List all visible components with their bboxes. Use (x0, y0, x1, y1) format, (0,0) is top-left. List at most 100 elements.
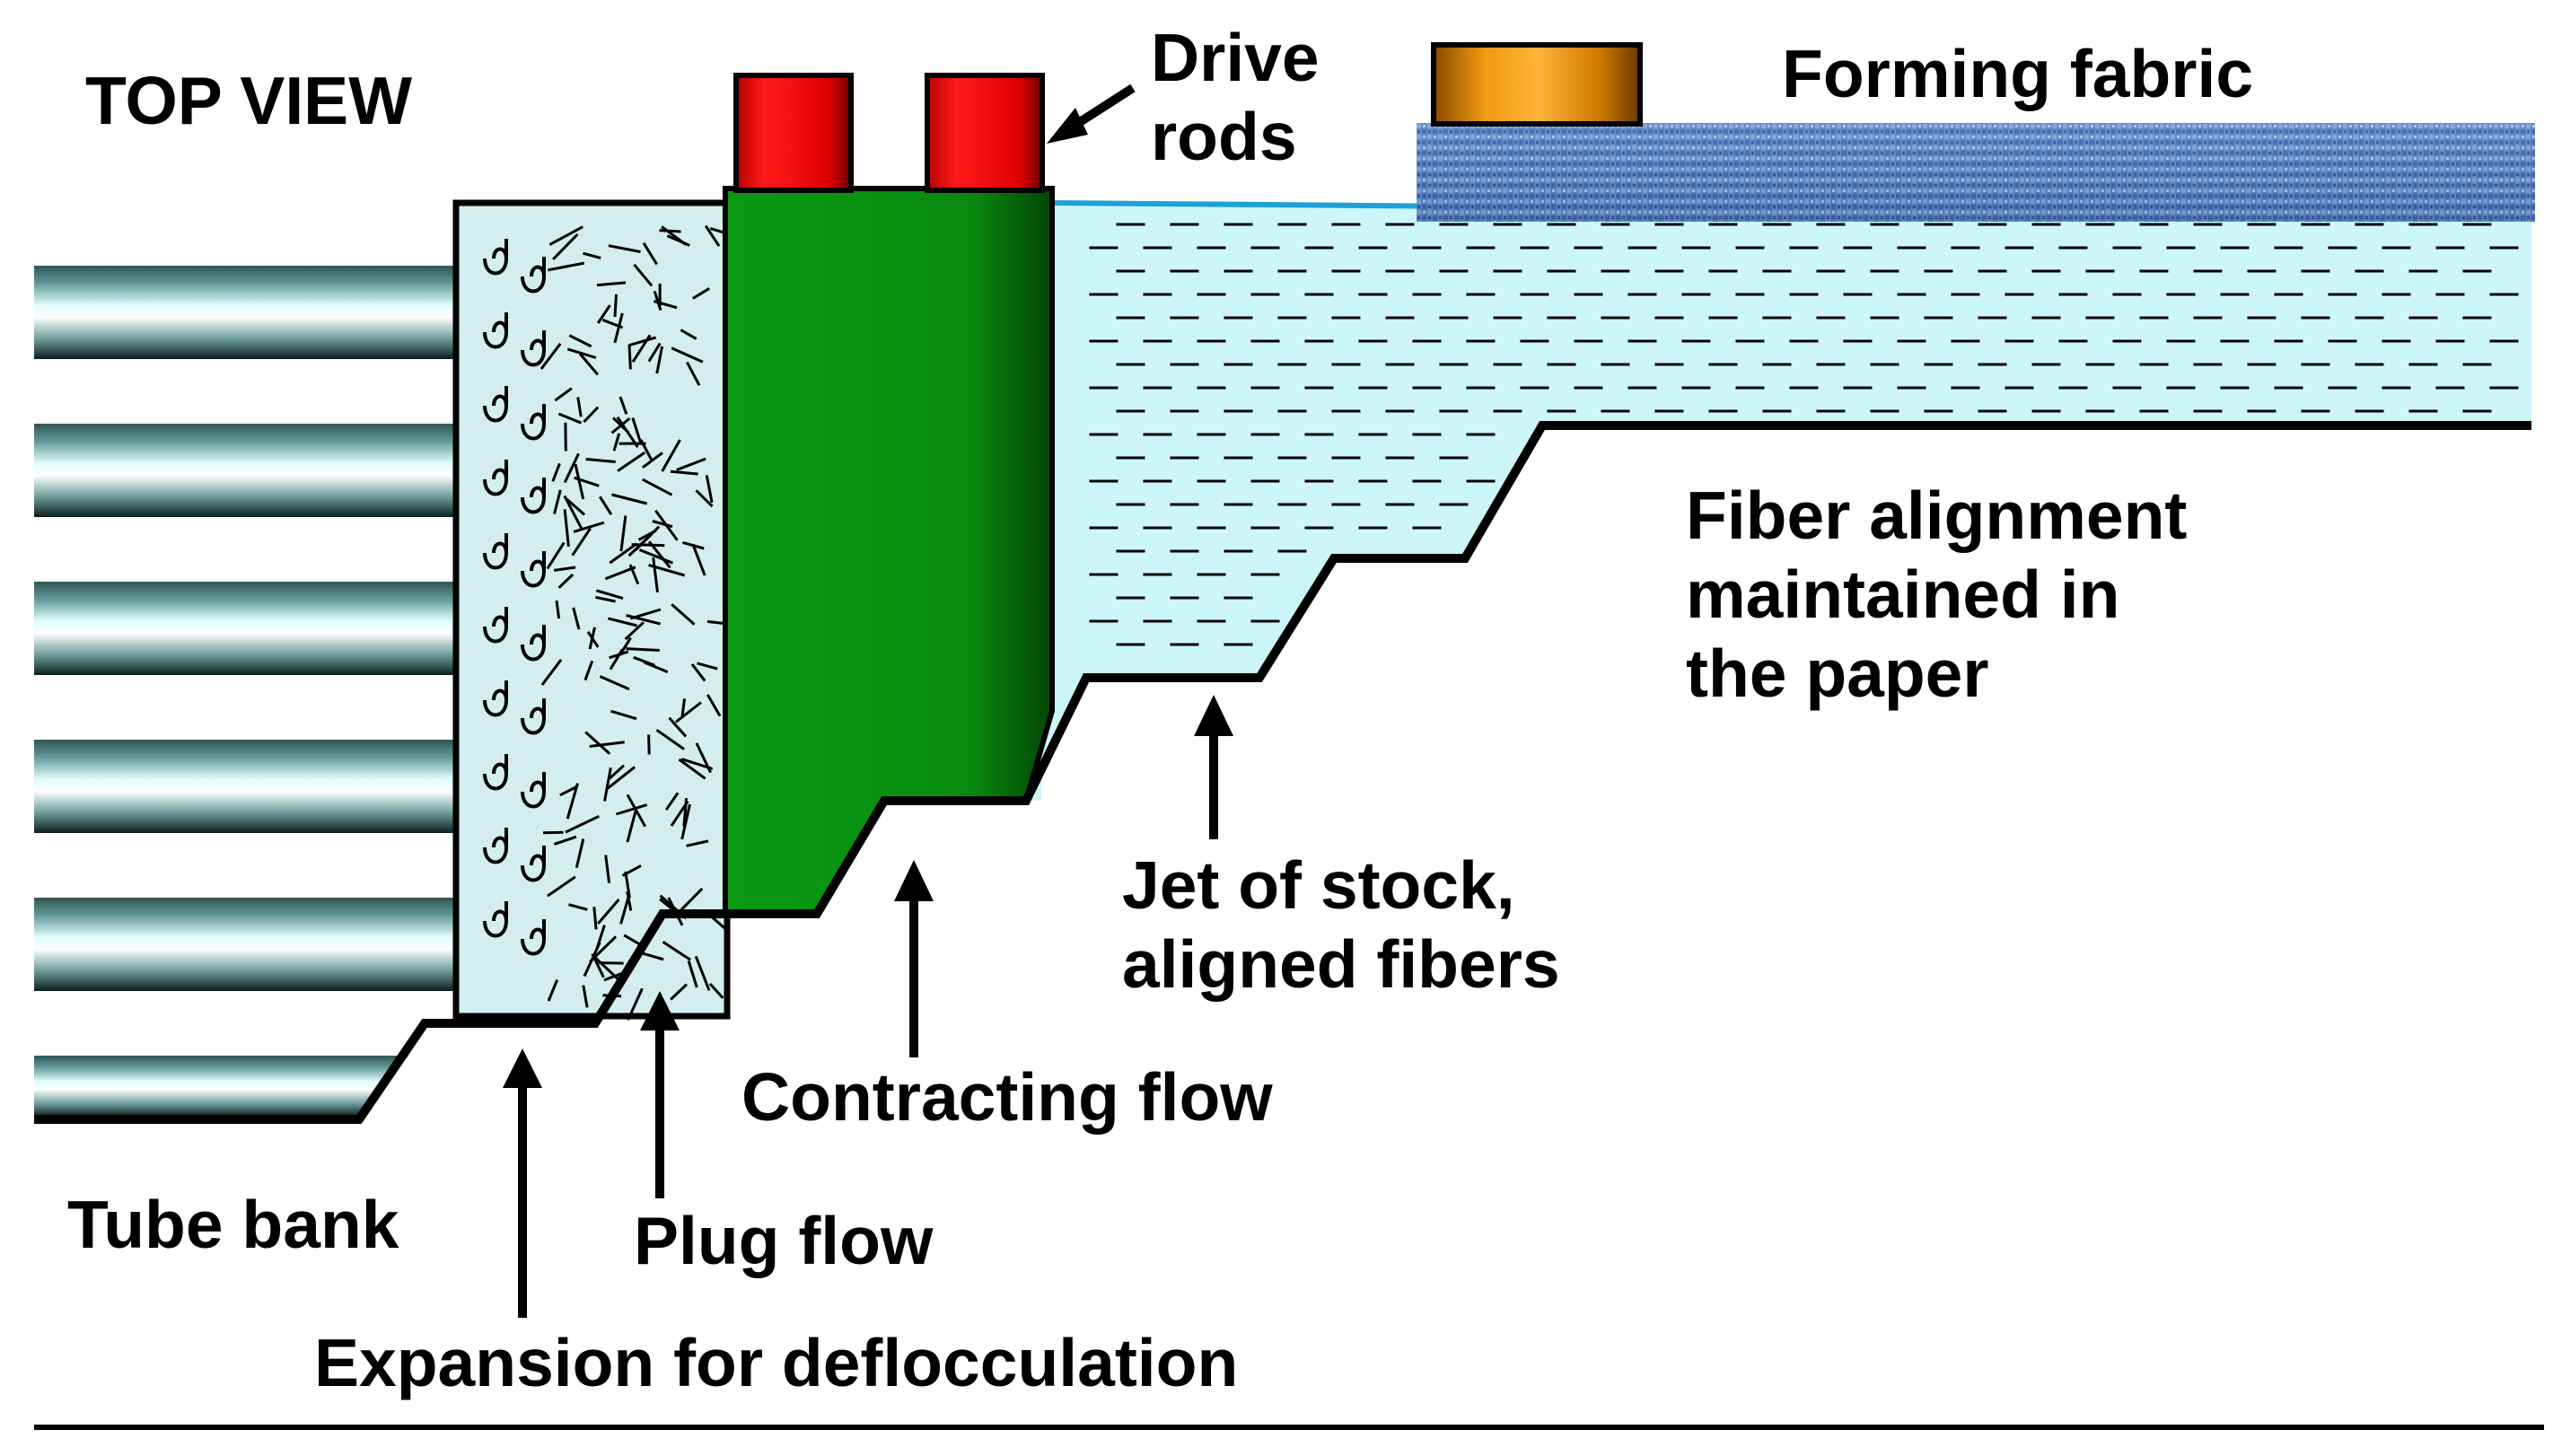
random-fiber-stroke (670, 983, 689, 1001)
curled-fiber-glyph (521, 551, 547, 588)
random-fiber-stroke (697, 662, 718, 671)
random-fiber-stroke (576, 397, 583, 417)
random-fiber-stroke (626, 647, 660, 652)
random-fiber-stroke (659, 229, 681, 233)
random-fiber-stroke (642, 452, 663, 469)
random-fiber-stroke (571, 527, 592, 557)
random-fiber-stroke (573, 521, 605, 533)
random-fiber-stroke (557, 412, 583, 425)
random-fiber-stroke (555, 600, 561, 619)
plug-flow-label: Plug flow (634, 1203, 934, 1278)
random-fiber-stroke (565, 814, 600, 834)
random-fiber-stroke (599, 675, 630, 691)
random-fiber-stroke (680, 803, 691, 840)
curled-fiber-glyph (483, 680, 509, 717)
random-fiber-stroke (680, 887, 704, 912)
random-fiber-stroke (608, 244, 641, 253)
random-fiber-stroke (642, 478, 673, 496)
random-fiber-stroke (613, 294, 618, 318)
fiber-alignment-label-line3: the paper (1686, 636, 1989, 711)
random-fiber-stroke (695, 489, 714, 508)
random-fiber-stroke (548, 261, 585, 272)
tube-4 (34, 740, 456, 833)
random-fiber-stroke (604, 855, 611, 883)
random-fiber-stroke (631, 417, 643, 445)
random-fiber-stroke (680, 758, 714, 770)
random-fiber-stroke (685, 361, 701, 386)
random-fiber-stroke (704, 224, 721, 247)
curled-fiber-glyph (521, 698, 547, 735)
random-fiber-stroke (596, 304, 611, 324)
curled-fiber-glyph (483, 312, 509, 349)
curled-fiber-glyph (521, 330, 547, 367)
curled-fiber-glyph (483, 533, 509, 570)
random-fiber-stroke (563, 509, 570, 548)
random-fiber-stroke (680, 698, 686, 718)
random-fiber-stroke (653, 290, 662, 311)
fiber-alignment-label-line2: maintained in (1686, 557, 2119, 632)
random-fiber-stroke (629, 608, 662, 620)
random-fiber-stroke (584, 731, 611, 755)
random-fiber-stroke (621, 864, 642, 877)
random-fiber-stroke (553, 835, 577, 846)
random-fiber-stroke (687, 960, 698, 988)
random-fiber-stroke (633, 263, 654, 287)
random-fiber-stroke (554, 387, 573, 402)
random-fiber-stroke (664, 792, 680, 811)
random-fiber-stroke (557, 573, 575, 589)
random-fiber-stroke (604, 566, 636, 581)
drive-rods (733, 73, 1045, 193)
random-fiber-stroke (553, 489, 562, 514)
random-fiber-stroke (596, 281, 627, 287)
random-fiber-stroke (597, 899, 620, 925)
random-fiber-stroke (619, 515, 627, 552)
random-fiber-stroke (613, 312, 624, 344)
random-fiber-stroke (655, 728, 685, 750)
callout-arrows (503, 83, 1233, 1318)
random-fiber-stroke (647, 734, 651, 755)
random-fiber-stroke (638, 548, 673, 565)
random-fiber-stroke (568, 334, 592, 348)
curled-fiber-glyph (521, 772, 547, 809)
random-fiber-stroke (599, 496, 613, 516)
random-fiber-stroke (615, 803, 648, 816)
tube-bank-label: Tube bank (67, 1187, 399, 1262)
curled-fiber-glyph (521, 404, 547, 441)
curled-fiber-glyph (521, 257, 547, 294)
random-fiber-stroke (583, 251, 601, 259)
random-fiber-stroke (617, 451, 646, 472)
random-fiber-stroke (563, 452, 580, 484)
random-fiber-stroke (652, 520, 673, 529)
tube-1 (34, 266, 456, 359)
random-fiber-stroke (609, 542, 638, 565)
random-fiber-stroke (563, 495, 583, 530)
curled-fiber-glyph (521, 478, 547, 514)
random-fiber-stroke (691, 543, 706, 576)
random-fiber-stroke (638, 951, 664, 961)
curled-fiber-glyph (483, 460, 509, 496)
random-fiber-stroke (612, 417, 630, 434)
random-fiber-stroke (609, 650, 629, 660)
random-fiber-stroke (626, 890, 633, 911)
random-fiber-stroke (653, 300, 678, 310)
random-fiber-stroke (583, 942, 601, 978)
drive-rods-label-line2: rods (1151, 99, 1297, 174)
random-fiber-stroke (661, 225, 687, 246)
random-fiber-stroke (676, 457, 706, 471)
top-view-label: TOP VIEW (85, 63, 412, 138)
curled-fiber-glyph (483, 754, 509, 791)
random-fiber-stroke (540, 658, 563, 686)
random-fiber-stroke (619, 396, 628, 415)
drive-rod-right (925, 73, 1045, 193)
random-fiber-stroke (605, 766, 636, 791)
random-fiber-stroke (542, 830, 564, 835)
random-fiber-stroke (575, 838, 585, 869)
random-fiber-stroke (642, 241, 658, 266)
random-fiber-stroke (694, 955, 711, 991)
random-fiber-stroke (566, 783, 579, 820)
random-fiber-stroke (692, 287, 710, 300)
random-fiber-stroke (603, 767, 612, 802)
random-fiber-stroke (708, 982, 724, 999)
stock-jet-region (1026, 203, 2531, 801)
